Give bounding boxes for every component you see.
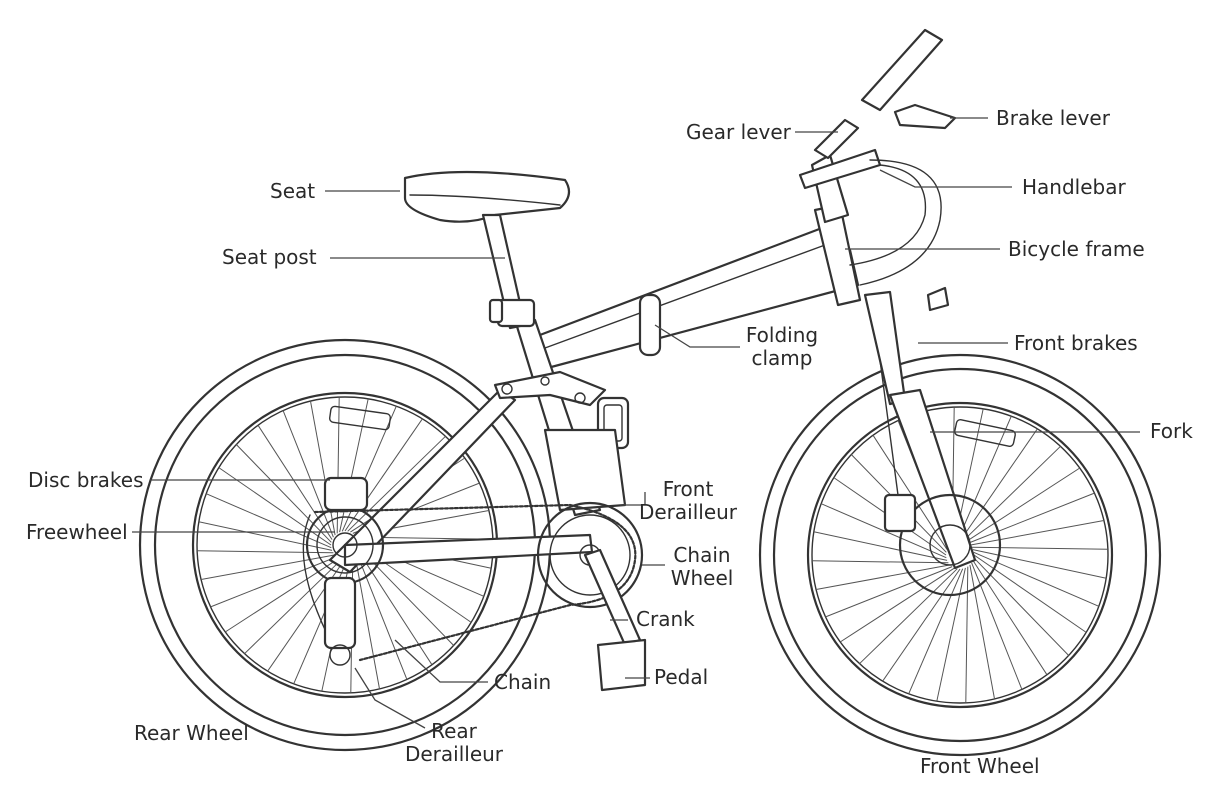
spoke: [972, 549, 1107, 579]
spoke: [872, 434, 948, 550]
spoke: [813, 531, 948, 561]
label-chain: Chain: [494, 670, 552, 694]
drivetrain: [302, 476, 647, 692]
spoke: [959, 428, 1038, 542]
label-handlebar: Handlebar: [1022, 175, 1126, 199]
label-folding-clamp-line1: Folding: [745, 323, 819, 347]
spoke: [224, 557, 340, 633]
spoke: [882, 568, 961, 682]
spoke: [859, 568, 958, 665]
label-freewheel: Freewheel: [26, 520, 128, 544]
spoke: [956, 416, 1012, 542]
fork: [863, 286, 977, 570]
label-gear-lever: Gear lever: [686, 120, 791, 144]
label-chain-wheel-line1: Chain: [673, 543, 731, 567]
spoke: [206, 493, 332, 549]
spoke: [235, 444, 332, 543]
label-seat: Seat: [270, 179, 316, 203]
spoke: [257, 424, 333, 540]
label-chain-wheel-line2: Wheel: [670, 566, 734, 590]
label-front-derailleur-line2: Derailleur: [638, 500, 738, 524]
spoke: [969, 520, 1104, 546]
spoke: [973, 551, 1099, 607]
label-rear-derailleur-line2: Derailleur: [404, 742, 504, 766]
spoke: [965, 566, 969, 703]
seat: [403, 170, 571, 223]
label-rear-derailleur: Rear Derailleur: [402, 720, 506, 766]
label-front-brakes: Front brakes: [1014, 331, 1138, 355]
spoke: [201, 554, 336, 580]
spoke: [347, 435, 446, 532]
spoke: [344, 418, 423, 532]
label-chain-wheel: Chain Wheel: [666, 544, 738, 590]
label-bicycle-frame: Bicycle frame: [1008, 237, 1145, 261]
spoke: [971, 546, 1108, 550]
spoke: [936, 567, 966, 702]
spoke: [967, 492, 1095, 544]
label-seat-post: Seat post: [222, 245, 317, 269]
spoke: [908, 568, 964, 694]
label-disc-brakes: Disc brakes: [28, 468, 144, 492]
spoke: [356, 552, 408, 680]
spoke: [198, 521, 333, 551]
spoke: [821, 503, 947, 559]
handlebar: [798, 28, 957, 286]
spoke: [969, 564, 995, 699]
spoke: [197, 550, 334, 554]
label-front-derailleur-line1: Front: [662, 477, 714, 501]
label-folding-clamp: Folding clamp: [744, 324, 820, 370]
label-crank: Crank: [636, 607, 695, 631]
spoke: [357, 550, 433, 666]
label-brake-lever: Brake lever: [996, 106, 1110, 130]
front-disc-brake: [883, 493, 1002, 597]
spoke: [282, 410, 334, 538]
spoke: [962, 445, 1061, 542]
label-rear-wheel: Rear Wheel: [134, 721, 249, 745]
spoke: [972, 560, 1048, 676]
label-front-derailleur: Front Derailleur: [636, 478, 740, 524]
spoke: [812, 560, 949, 564]
label-fork: Fork: [1150, 419, 1193, 443]
spoke: [839, 567, 955, 643]
spoke: [244, 558, 343, 655]
leader-lines: [132, 117, 1140, 729]
spoke: [354, 554, 380, 689]
label-front-wheel: Front Wheel: [920, 754, 1040, 778]
spoke: [965, 467, 1081, 543]
label-folding-clamp-line2: clamp: [751, 346, 813, 370]
spoke: [310, 401, 336, 536]
front-wheel: [758, 353, 1162, 757]
seat-post: [481, 213, 536, 330]
bicycle-frame: [328, 203, 862, 574]
spoke: [825, 566, 953, 618]
spoke: [210, 556, 338, 608]
label-pedal: Pedal: [654, 665, 709, 689]
spoke: [336, 397, 340, 534]
spoke: [973, 554, 1087, 633]
label-rear-derailleur-line1: Rear: [431, 719, 477, 743]
spoke: [816, 564, 951, 590]
